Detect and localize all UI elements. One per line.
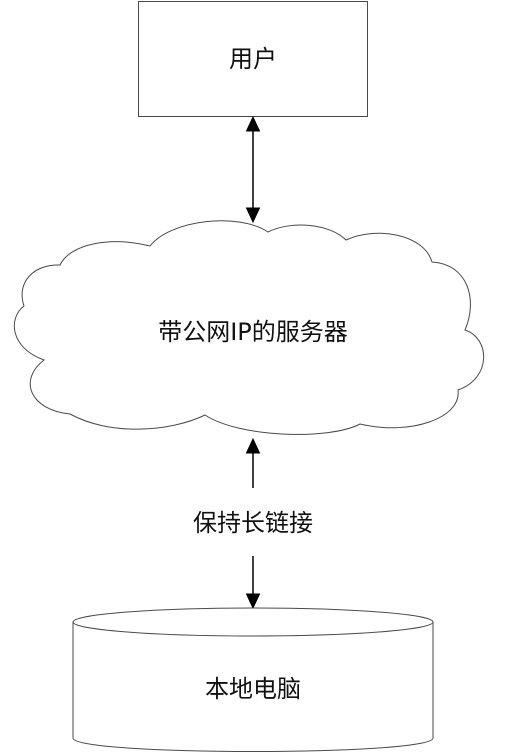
edge-user-server-arrow-down [245, 207, 261, 224]
user-label: 用户 [229, 45, 277, 73]
user-box [138, 1, 368, 117]
local-label: 本地电脑 [205, 675, 301, 703]
edge-local-server-arrow-down [245, 593, 261, 610]
edge-user-server-arrow-up [245, 115, 261, 132]
cloud-shape [13, 220, 485, 435]
keepalive-label: 保持长链接 [193, 509, 313, 537]
server-node: 带公网IP的服务器 [13, 220, 485, 435]
server-label: 带公网IP的服务器 [158, 318, 348, 346]
edge-local-server-arrow-up [245, 437, 261, 454]
local-node: 本地电脑 [72, 607, 434, 752]
edge-user-server [245, 115, 261, 224]
edge-local-server: 保持长链接 [193, 437, 313, 610]
cylinder-top [72, 607, 434, 637]
user-node: 用户 [138, 1, 368, 117]
